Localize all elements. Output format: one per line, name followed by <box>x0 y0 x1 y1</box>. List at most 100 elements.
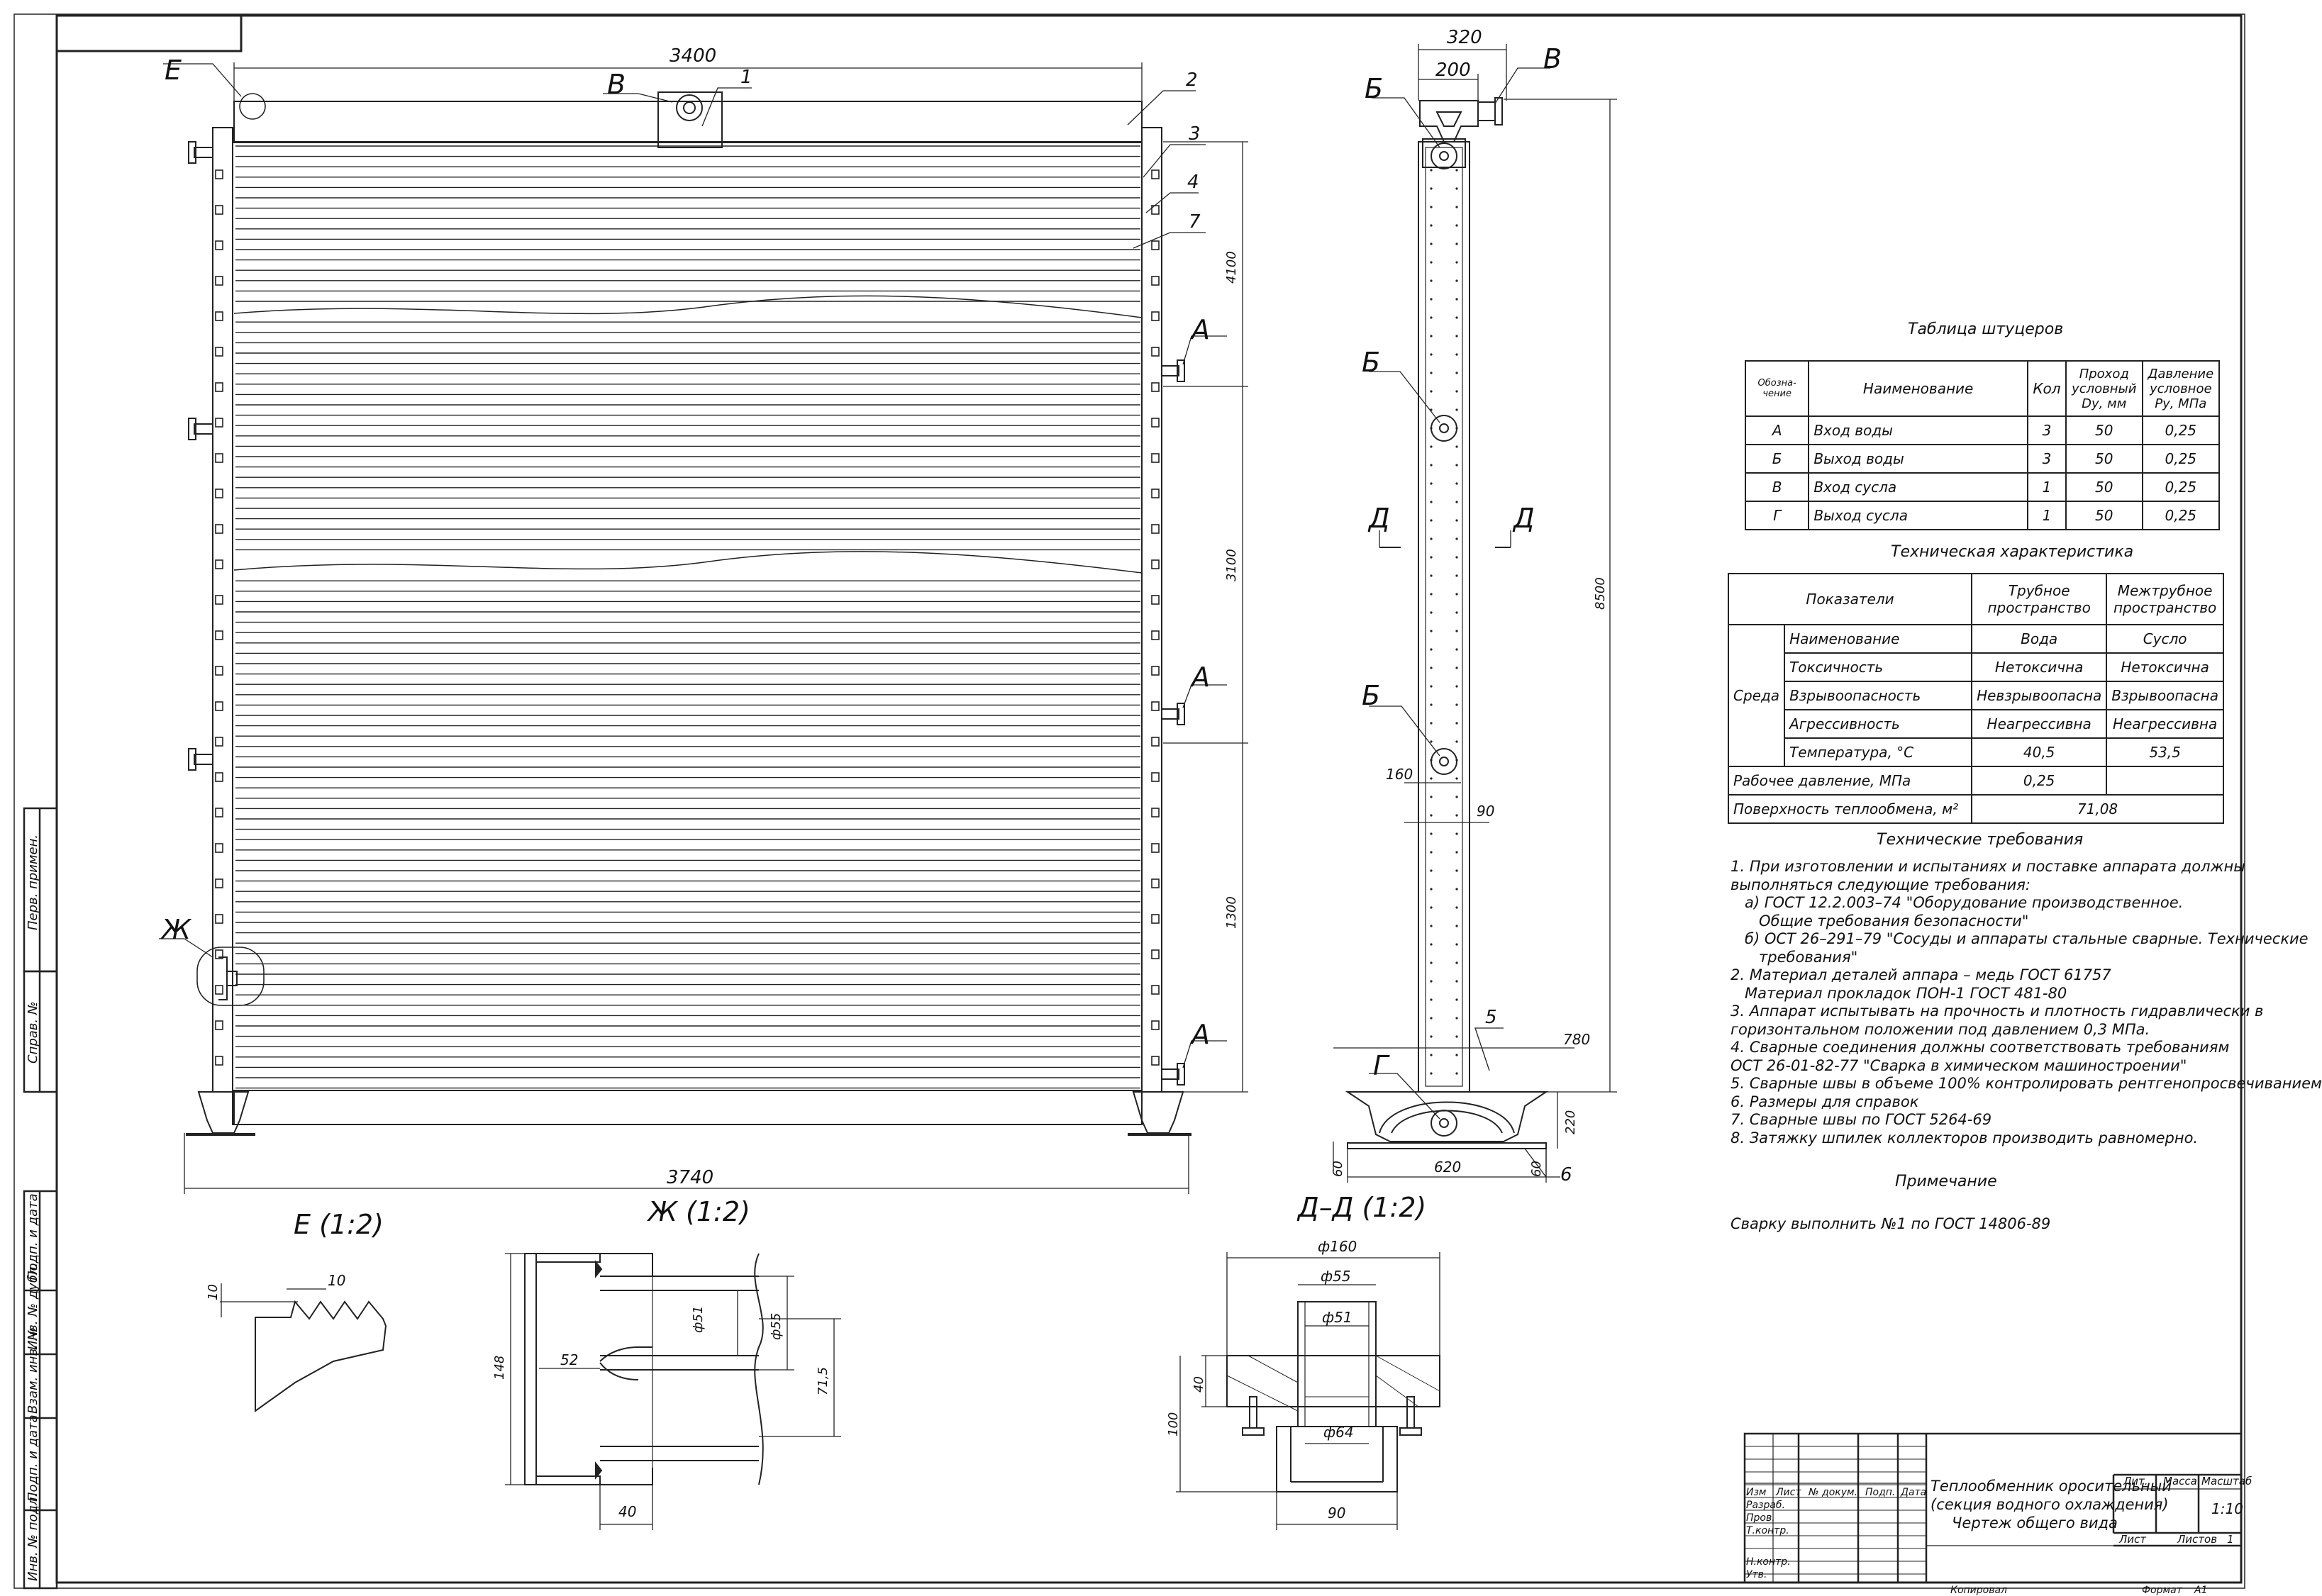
requirements-list: 1. При изготовлении и испытаниях и поста… <box>1731 858 2322 1147</box>
requirement-line: 3. Аппарат испытывать на прочность и пло… <box>1731 1003 2264 1020</box>
requirement-line: Общие требования безопасности" <box>1731 912 2029 930</box>
table-row: Поверхность теплообмена, м² 71,08 <box>1727 794 2224 824</box>
bolt-dot <box>1430 832 1433 835</box>
bolt-dot <box>1430 869 1433 872</box>
bolt-dot <box>1430 722 1433 725</box>
table-cell: Неагрессивна <box>2106 709 2224 739</box>
table-cell: 0,25 <box>2141 501 2221 530</box>
tech-table-title: Техническая характеристика <box>1891 543 2134 561</box>
bolt-dot <box>1455 445 1458 448</box>
tb-copied: Копировал <box>1950 1585 2007 1596</box>
stud <box>1151 418 1160 428</box>
requirement-line: ОСТ 26-01-82-77 "Сварка в химическом маш… <box>1731 1056 2187 1074</box>
tb-role-dev: Разраб. <box>1746 1500 1786 1511</box>
stud <box>1151 701 1160 711</box>
detail-dd-dim-160: ф160 <box>1318 1238 1357 1255</box>
detail-e-dim-2: 10 <box>328 1272 346 1289</box>
marker-e: Е <box>165 55 182 86</box>
bolt-dot <box>1455 740 1458 743</box>
stud <box>1151 1056 1160 1066</box>
dim-inner-width: 3400 <box>670 45 717 67</box>
stamp-first-use: Перв. примен. <box>26 834 40 930</box>
tech-group-medium: Среда <box>1727 624 1786 767</box>
requirements-title: Технические требования <box>1877 831 2084 849</box>
requirement-line: 6. Размеры для справок <box>1731 1093 1919 1110</box>
tb-format-label: Формат <box>2142 1585 2182 1596</box>
title-block <box>1743 1432 2243 1584</box>
bolt-dot <box>1430 593 1433 596</box>
bolt-dot <box>1455 777 1458 780</box>
bolt-dot <box>1430 1035 1433 1038</box>
detail-zh-tube-3 <box>600 1446 759 1461</box>
detail-zh-dim-52: 52 <box>560 1351 579 1368</box>
bolt-dot <box>1430 298 1433 301</box>
bolt-dot <box>1455 1035 1458 1038</box>
bolt-dot <box>1455 630 1458 632</box>
table-row: Агрессивность Неагрессивна Неагрессивна <box>1728 709 2224 739</box>
table-cell: 40,5 <box>1971 737 2108 767</box>
table-cell: Сусло <box>2106 624 2224 654</box>
stud <box>1151 666 1160 676</box>
stud <box>215 843 223 853</box>
table-cell: 71,08 <box>1971 794 2224 824</box>
tech-table: Показатели Трубное пространство Межтрубн… <box>1727 573 2224 824</box>
requirement-line: 8. Затяжку шпилек коллекторов производит… <box>1731 1129 2199 1146</box>
detail-zh-dim-715: 71,5 <box>816 1366 831 1395</box>
marker-a-3: А <box>1191 1019 1210 1050</box>
table-cell: Взрывоопасна <box>2106 681 2224 710</box>
outlet-b-mid <box>1431 415 1457 442</box>
tube-rows <box>235 145 1140 1089</box>
stud <box>215 240 223 250</box>
bolt-dot <box>1430 1017 1433 1020</box>
callout-1: 1 <box>740 67 752 88</box>
stud <box>215 630 223 640</box>
detail-dd-title: Д–Д (1:2) <box>1298 1192 1427 1223</box>
requirement-line: 4. Сварные соединения должны соответство… <box>1731 1039 2230 1056</box>
bolt-dot <box>1430 925 1433 927</box>
stud <box>1151 524 1160 534</box>
detail-zh <box>505 1253 841 1530</box>
stud <box>215 382 223 392</box>
stud <box>215 878 223 888</box>
marker-b-1: Б <box>1365 73 1384 104</box>
bolt-dot <box>1455 906 1458 909</box>
detail-zh-tube-2 <box>600 1355 759 1371</box>
table-cell: Нетоксична <box>2106 652 2224 682</box>
bolt-dot <box>1430 703 1433 706</box>
bolt-dot <box>1455 943 1458 946</box>
break-line-lower <box>233 551 1143 574</box>
table-cell <box>2106 766 2224 796</box>
bolt-dot <box>1455 685 1458 688</box>
tb-mass-label: Масса <box>2163 1475 2197 1488</box>
stud <box>1151 347 1160 357</box>
table-cell: Взрывоопасность <box>1784 681 1973 710</box>
stud <box>1151 311 1160 321</box>
stud <box>215 311 223 321</box>
stud <box>215 666 223 676</box>
detail-e-dim-1: 10 <box>206 1284 221 1300</box>
bolt-dot <box>1455 242 1458 245</box>
detail-e-teeth <box>255 1300 387 1412</box>
tech-header-shell: Межтрубное пространство <box>2106 573 2224 625</box>
detail-zh-title: Ж (1:2) <box>648 1196 750 1227</box>
bolt-dot <box>1455 372 1458 374</box>
bolt-dot <box>1455 980 1458 983</box>
table-cell: Температура, °С <box>1784 737 1973 767</box>
bolt-dot <box>1430 574 1433 577</box>
dim-60-right: 60 <box>1529 1161 1544 1177</box>
left-margin-stamps <box>23 807 58 1590</box>
bolt-dot <box>1455 519 1458 522</box>
bolt-dot <box>1455 224 1458 227</box>
bolt-dot <box>1430 537 1433 540</box>
bolt-dot <box>1455 298 1458 301</box>
tb-title-2: (секция водного охлаждения) <box>1931 1496 2169 1513</box>
marker-d-right: Д <box>1513 503 1535 534</box>
dim-620: 620 <box>1434 1159 1462 1176</box>
bolt-dot <box>1455 1072 1458 1075</box>
stud <box>215 595 223 605</box>
bolt-dot <box>1430 943 1433 946</box>
collector-studs <box>215 169 1160 1066</box>
table-cell: Неагрессивна <box>1971 709 2108 739</box>
table-cell: В <box>1744 472 1810 502</box>
tube-bundle <box>232 141 1143 1125</box>
